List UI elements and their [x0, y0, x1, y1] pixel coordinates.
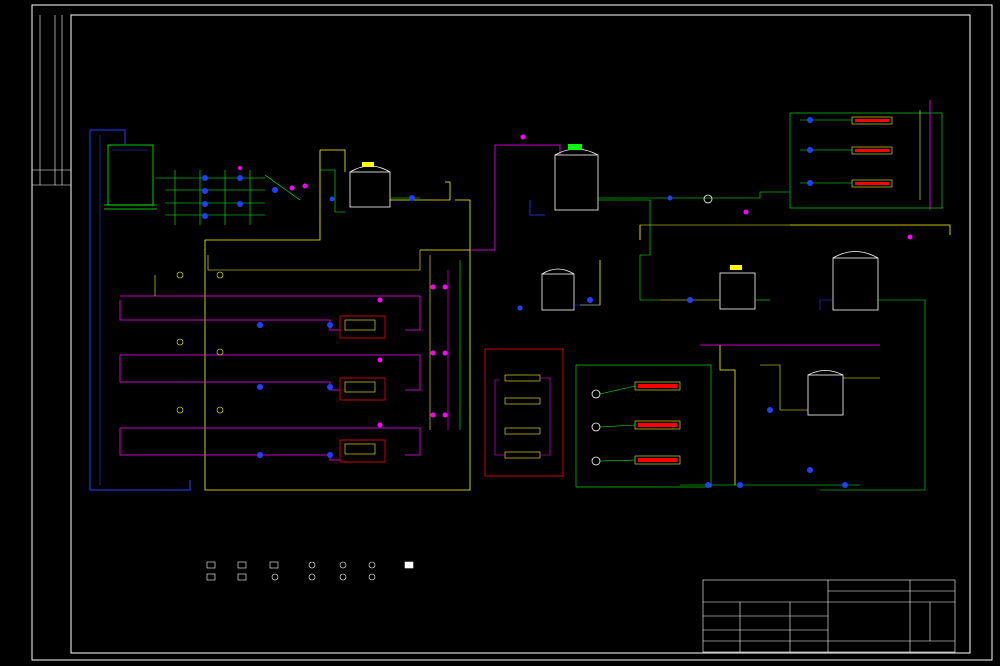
raw-water-pipe	[89, 129, 126, 490]
legend-symbols	[206, 561, 414, 581]
process-line-3	[119, 406, 421, 463]
ro-membrane-rack-bottom	[575, 364, 712, 488]
raw-water-tank	[104, 144, 157, 210]
buffer-tank-1	[349, 162, 391, 208]
detail-inset-box	[484, 348, 564, 477]
intermediate-tank-left	[541, 268, 575, 311]
buffer-tank-2	[554, 144, 599, 211]
drawing-inner-border	[70, 14, 971, 654]
process-line-2	[119, 338, 421, 401]
product-tank	[832, 251, 879, 311]
title-block	[702, 579, 956, 653]
dosing-tank	[807, 370, 844, 416]
ro-membrane-rack-top	[789, 100, 943, 210]
intermediate-tank-mid	[719, 265, 756, 310]
process-line-1	[119, 271, 421, 339]
drawing-outer-border	[31, 4, 993, 661]
filter-bank	[155, 170, 301, 225]
